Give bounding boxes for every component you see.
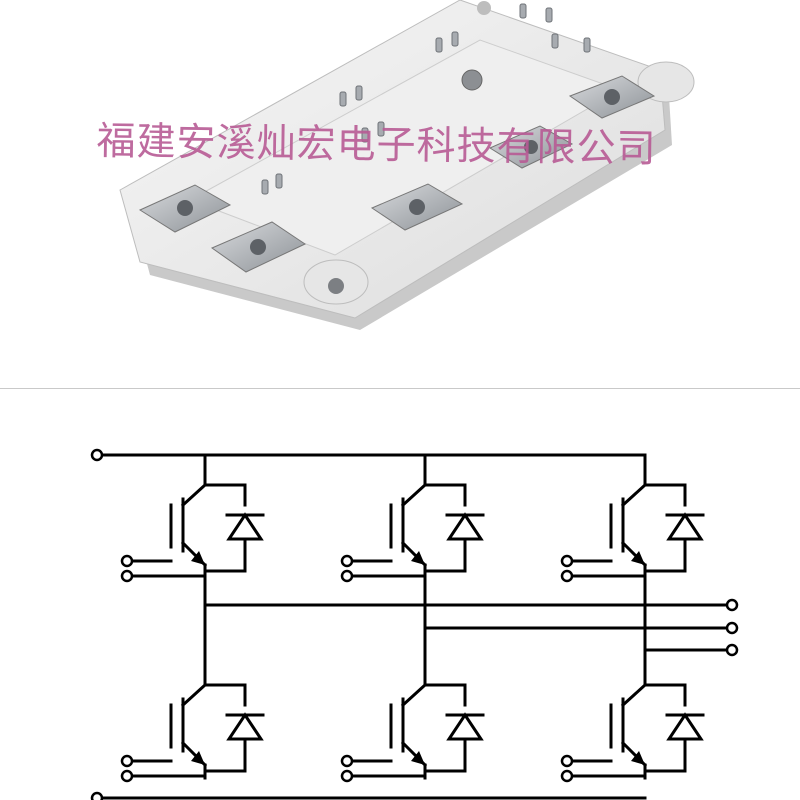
emitter-arrow-icon — [631, 551, 645, 565]
collector-lead — [180, 682, 208, 708]
schematic-wires — [95, 453, 732, 800]
terminal-pin-icon — [120, 554, 134, 568]
separator-line — [0, 388, 800, 389]
pin-socket-icon — [477, 1, 491, 15]
emitter-arrow-icon — [411, 551, 425, 565]
igbt-cell — [125, 453, 265, 580]
screw-terminal-icon — [370, 183, 464, 231]
terminal-pin-icon — [725, 598, 739, 612]
terminal-pin-icon — [340, 554, 354, 568]
terminal-pin-icon — [560, 754, 574, 768]
watermark-text: 福建安溪灿宏电子科技有限公司 — [96, 118, 657, 172]
collector-lead — [620, 682, 648, 708]
terminal-pin-icon — [560, 769, 574, 783]
terminal-pin-icon — [261, 3, 591, 195]
product-photo — [0, 0, 800, 372]
igbt-cell — [565, 653, 705, 780]
emitter-arrow-icon — [411, 751, 425, 765]
terminal-pin-icon — [120, 754, 134, 768]
freewheel-diode-icon — [666, 512, 704, 541]
collector-lead — [400, 482, 428, 508]
igbt-cell — [345, 653, 485, 780]
terminal-pin-icon — [725, 643, 739, 657]
mounting-ear-right — [637, 61, 695, 103]
terminal-pin-icon — [120, 769, 134, 783]
igbt-cell — [565, 453, 705, 580]
emitter-arrow-icon — [191, 551, 205, 565]
circuit-schematic — [0, 400, 800, 800]
igbt-cell — [125, 653, 265, 780]
emitter-arrow-icon — [191, 751, 205, 765]
terminal-pin-icon — [90, 448, 104, 462]
terminal-pin-icon — [340, 569, 354, 583]
schematic-canvas — [90, 448, 739, 800]
screw-terminal-icon — [488, 125, 574, 169]
freewheel-diode-icon — [226, 512, 264, 541]
freewheel-diode-icon — [666, 712, 704, 741]
terminal-pin-icon — [120, 569, 134, 583]
freewheel-diode-icon — [226, 712, 264, 741]
terminal-pin-icon — [340, 769, 354, 783]
schematic-components — [90, 448, 739, 800]
igbt-module-illustration — [119, 0, 695, 330]
emitter-arrow-icon — [631, 751, 645, 765]
collector-lead — [180, 482, 208, 508]
terminal-pin-icon — [340, 754, 354, 768]
screw-terminal-icon — [568, 75, 656, 119]
igbt-cell — [345, 453, 485, 580]
terminal-pin-icon — [560, 569, 574, 583]
collector-lead — [620, 482, 648, 508]
terminal-pin-icon — [725, 621, 739, 635]
freewheel-diode-icon — [446, 512, 484, 541]
center-hole-icon — [461, 69, 483, 91]
collector-lead — [400, 682, 428, 708]
screw-terminal-icon — [210, 221, 307, 273]
mounting-hole-icon — [328, 278, 344, 294]
terminal-pin-icon — [90, 791, 104, 800]
terminal-pin-icon — [560, 554, 574, 568]
freewheel-diode-icon — [446, 712, 484, 741]
screw-terminal-icon — [138, 184, 232, 233]
